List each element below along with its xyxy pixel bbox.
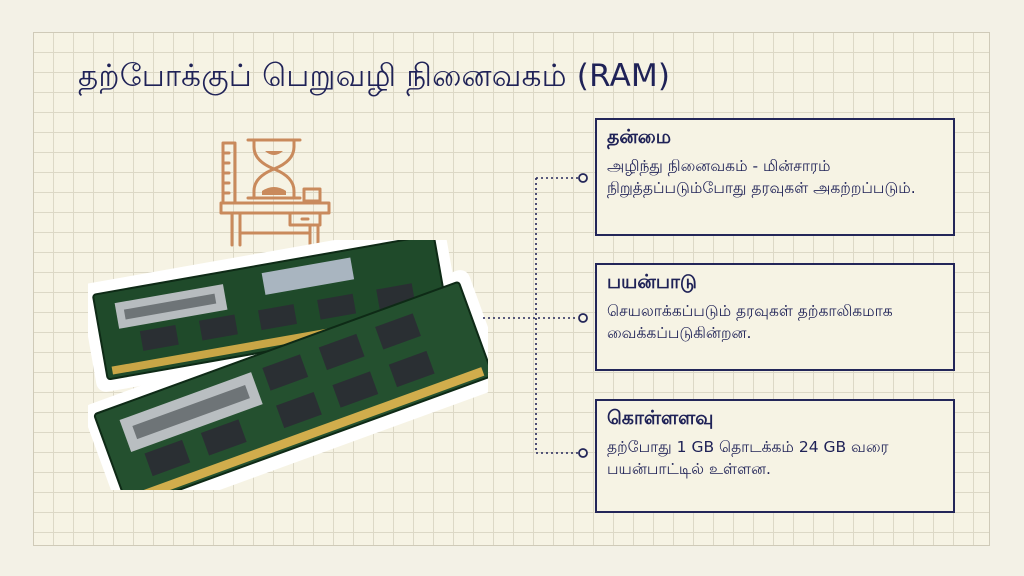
ram-module-back — [92, 234, 450, 381]
card-heading: கொள்ளளவு — [607, 407, 714, 429]
card-body: செயலாக்கப்படும் தரவுகள் தற்காலிகமாக வைக்… — [607, 302, 893, 342]
ram-module-image — [80, 222, 507, 523]
card-body: அழிந்து நினைவகம் - மின்சாரம் நிறுத்தப்பட… — [607, 157, 916, 197]
card-heading: பயன்பாடு — [607, 271, 697, 293]
card-usage: பயன்பாடு செயலாக்கப்படும் தரவுகள் தற்காலி… — [595, 263, 955, 371]
card-heading: தன்மை — [607, 126, 672, 148]
desk-hourglass-icon — [218, 135, 333, 250]
card-body: தற்போது 1 GB தொடக்கம் 24 GB வரை பயன்பாட்… — [607, 438, 889, 478]
card-capacity: கொள்ளளவு தற்போது 1 GB தொடக்கம் 24 GB வரை… — [595, 399, 955, 513]
slide-title: தற்போக்குப் பெறுவழி நினைவகம் (RAM) — [78, 58, 671, 94]
card-nature: தன்மை அழிந்து நினைவகம் - மின்சாரம் நிறுத… — [595, 118, 955, 236]
ram-module-front — [93, 281, 494, 509]
